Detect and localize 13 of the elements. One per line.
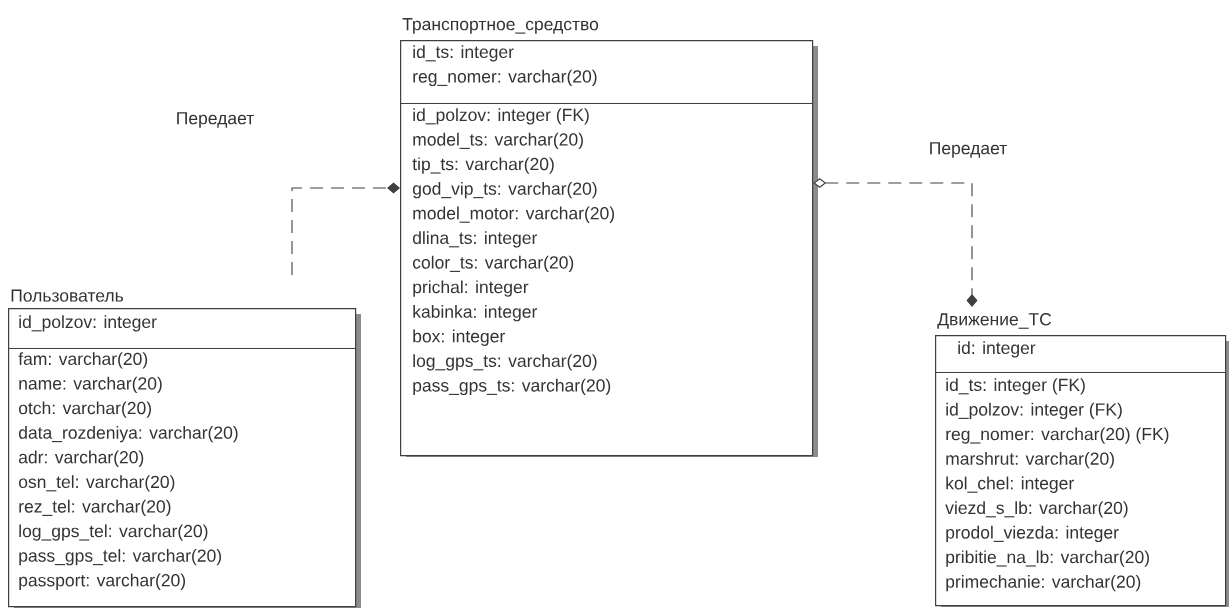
key-compartment: id: integer bbox=[935, 335, 1226, 373]
node-label: Транспортное_средство bbox=[402, 18, 599, 34]
edge-label: Передает bbox=[174, 111, 256, 129]
node-label: Пользователь bbox=[11, 289, 124, 302]
relationship-line bbox=[813, 178, 978, 307]
node-label: Движение_ТС bbox=[937, 313, 1052, 329]
key-compartment: id_polzov: integer bbox=[8, 308, 356, 349]
relationship-line bbox=[291, 182, 400, 276]
attribute-compartment: id_polzov: integer (FK) model_ts: varchar(20) tip_ts: varchar(20) god_vip_ts: varchar(20) model_motor: varchar(20) dlina_ts: integer color_ts: varchar(20) prichal: integer kabinka: integer box: integer log_gps_ts: varchar(20) pass_gps_ts: varchar(20) bbox=[400, 103, 813, 456]
key-compartment: id_ts: integer reg_nomer: varchar(20) bbox=[400, 40, 813, 104]
attribute-compartment: id_ts: integer (FK) id_polzov: integer (FK) reg_nomer: varchar(20) (FK) marshrut: varchar(20) kol_chel: integer viezd_s_lb: varchar(20) prodol_viezda: integer pribitie_na_lb: varchar(20) primechanie: varchar(20) bbox=[935, 372, 1226, 606]
edge-label: Передает bbox=[927, 141, 1009, 159]
attribute-compartment: fam: varchar(20) name: varchar(20) otch: varchar(20) data_rozdeniya: varchar(20) adr: varchar(20) osn_tel: varchar(20) rez_tel: varchar(20) log_gps_tel: varchar(20) pass_gps_tel: varchar(20) passport: varchar(20) bbox=[8, 348, 356, 607]
